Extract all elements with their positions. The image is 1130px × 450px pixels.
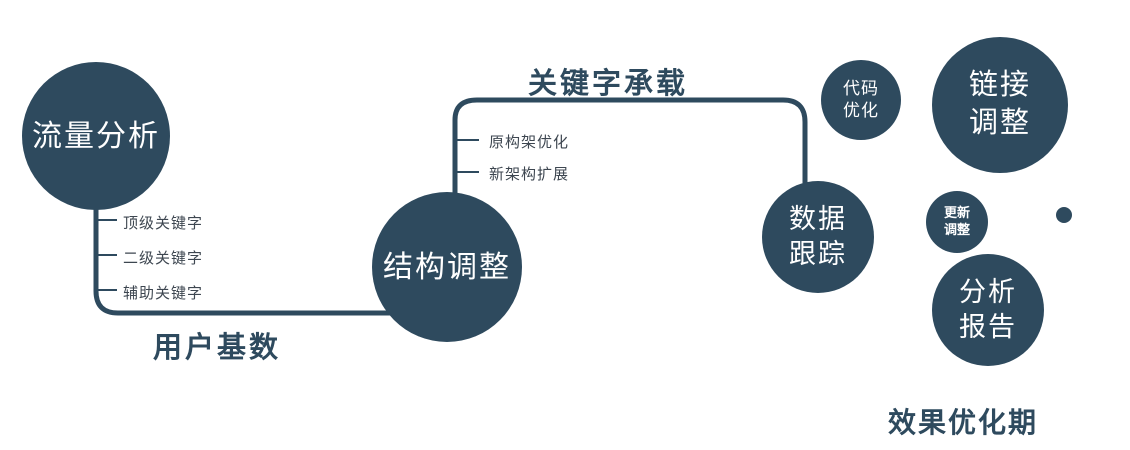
node-code-optimization: 代码 优化: [821, 60, 901, 140]
node-traffic-analysis-label: 流量分析: [32, 119, 160, 153]
node-data-tracking-line1: 数据: [789, 203, 847, 234]
node-data-tracking: 数据 跟踪: [762, 181, 874, 293]
node-update-adjustment-line1: 更新: [943, 205, 970, 221]
branch-label-new-architecture: 新架构扩展: [489, 166, 570, 183]
caption-effect-optimization-period: 效果优化期: [888, 407, 1039, 438]
node-link-adjustment-line2: 调整: [968, 107, 1031, 139]
node-analysis-report-line2: 报告: [959, 312, 1017, 342]
bullet-dot: [1056, 207, 1072, 223]
node-code-optimization-line1: 代码: [843, 78, 879, 98]
branch-label-auxiliary-keywords: 辅助关键字: [123, 285, 204, 302]
edge-structure-to-tracking: [452, 97, 808, 250]
node-structure-adjustment: 结构调整: [372, 192, 522, 342]
node-analysis-report-line1: 分析: [959, 276, 1017, 307]
node-code-optimization-line2: 优化: [843, 101, 879, 120]
node-update-adjustment-line2: 调整: [943, 222, 970, 237]
node-data-tracking-line2: 跟踪: [789, 239, 847, 269]
branch-label-top-keywords: 顶级关键字: [123, 215, 204, 232]
node-analysis-report: 分析 报告: [932, 254, 1044, 366]
node-link-adjustment: 链接 调整: [932, 37, 1068, 173]
branch-label-secondary-keywords: 二级关键字: [123, 250, 204, 267]
branch-label-original-architecture: 原构架优化: [489, 134, 570, 151]
edge-traffic-to-structure: [93, 198, 440, 316]
edge-label-keyword-carry: 关键字承载: [528, 68, 689, 100]
edge-label-user-base: 用户基数: [153, 332, 282, 364]
node-structure-adjustment-label: 结构调整: [383, 250, 511, 284]
node-traffic-analysis: 流量分析: [22, 62, 170, 210]
node-link-adjustment-line1: 链接: [968, 69, 1031, 102]
node-update-adjustment: 更新 调整: [926, 191, 988, 253]
